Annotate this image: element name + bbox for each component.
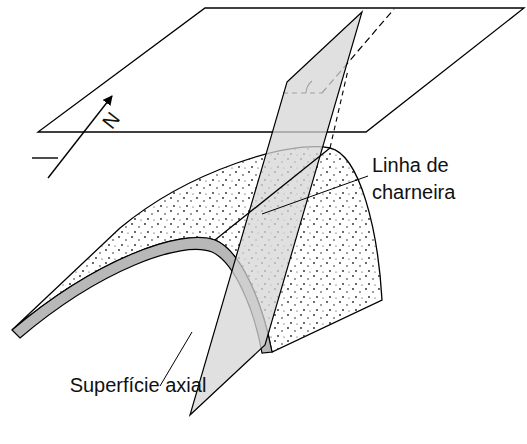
leader-line [262,176,368,214]
fold-texture [12,147,382,352]
hinge-line [215,148,330,240]
axial-surface-label: Superfície axial [58,372,218,399]
hinge-projection [330,70,348,148]
hinge-label: Linha de charneira [372,152,522,206]
fold-surface [12,147,382,352]
axial-surface [190,12,362,415]
north-tick [32,157,58,158]
